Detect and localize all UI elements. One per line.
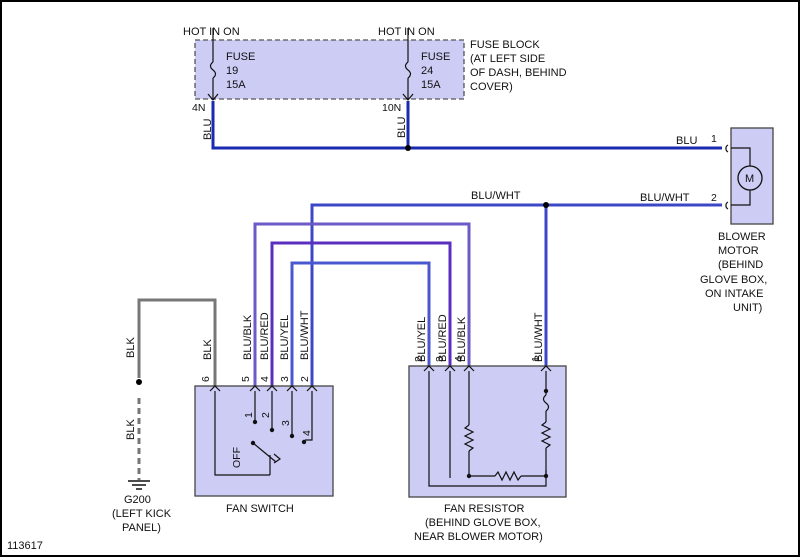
blu-yel-label-resistor: BLU/YEL (416, 317, 428, 362)
blu-label-fuse24: BLU (396, 117, 408, 138)
motor-caption-6: UNIT) (733, 302, 762, 314)
blu-red-label-switch: BLU/RED (259, 312, 271, 360)
blu-wire-main (211, 101, 722, 150)
motor-caption-2: MOTOR (718, 245, 759, 257)
fuse-block-caption-2: (AT LEFT SIDE (470, 53, 545, 65)
fuse-block-box (194, 39, 465, 100)
fan-switch-internal (214, 391, 313, 476)
hot-in-on-right-label: HOT IN ON (378, 26, 435, 38)
fan-resistor-internal (428, 371, 552, 487)
resistor-pin-1: 1 (530, 356, 542, 362)
resistor-pin-connectors (423, 365, 552, 372)
motor-pin-1: 1 (711, 133, 717, 145)
fuse-block-caption-4: COVER) (470, 81, 513, 93)
blu-wht-wire (310, 203, 722, 386)
blu-blk-label-switch: BLU/BLK (242, 314, 254, 360)
blu-blk-wire (253, 222, 471, 386)
switch-pin-4: 4 (259, 376, 271, 382)
fuse-block-caption-1: FUSE BLOCK (470, 39, 540, 51)
fuse-19-label: FUSE (226, 51, 255, 63)
fuse-19-number: 19 (226, 65, 238, 77)
motor-caption-5: ON INTAKE (705, 288, 763, 300)
resistor-pin-2: 2 (413, 356, 425, 362)
fuse-24-pin: 10N (382, 102, 401, 114)
blk-connector (136, 379, 142, 385)
blk-label-upper: BLK (125, 337, 137, 358)
blu-label-motor: BLU (676, 135, 697, 147)
blk-label-switch: BLK (202, 339, 214, 360)
fan-resistor-box (408, 365, 567, 498)
fuse-24-rating: 15A (421, 79, 441, 91)
switch-off-label: OFF (231, 447, 243, 468)
switch-pos-3: 3 (280, 420, 292, 426)
motor-symbol-label: M (745, 173, 754, 185)
fan-resistor-caption-2: (BEHIND GLOVE BOX, (425, 517, 541, 529)
ground-location-1: (LEFT KICK (112, 508, 172, 520)
blu-yel-label-switch: BLU/YEL (279, 315, 291, 360)
blu-splice (405, 145, 411, 151)
motor-pin-2: 2 (711, 192, 717, 204)
blu-wht-label-resistor: BLU/WHT (533, 312, 545, 362)
motor-caption-4: GLOVE BOX, (700, 274, 767, 286)
blu-wht-label-top: BLU/WHT (471, 190, 521, 202)
blu-yel-wire (290, 261, 431, 386)
blu-red-wire (270, 241, 452, 386)
fan-resistor-caption-1: FAN RESISTOR (444, 503, 525, 515)
blu-wht-splice (543, 202, 549, 208)
motor-caption-3: (BEHIND (718, 259, 763, 271)
fuse-block-caption-3: OF DASH, BEHIND (470, 67, 567, 79)
blu-wht-label-switch: BLU/WHT (299, 310, 311, 360)
fan-resistor-caption-3: NEAR BLOWER MOTOR) (414, 531, 543, 543)
fuse-19-pin: 4N (192, 102, 205, 114)
switch-pin-6: 6 (200, 376, 212, 382)
fuse-19-rating: 15A (226, 79, 246, 91)
switch-pos-1: 1 (243, 412, 255, 418)
ground-location-2: PANEL) (122, 522, 161, 534)
blk-label-lower: BLK (125, 419, 137, 440)
ground-id: G200 (124, 494, 151, 506)
switch-pin-5: 5 (240, 376, 252, 382)
fuse-19 (207, 28, 219, 101)
blk-wire-upper (137, 298, 217, 386)
figure-id: 113617 (7, 540, 43, 552)
hot-in-on-left-label: HOT IN ON (183, 26, 240, 38)
fan-switch-caption: FAN SWITCH (226, 503, 294, 515)
motor-connector-2 (725, 201, 729, 210)
fuse-24 (402, 28, 414, 101)
fuse-24-label: FUSE (421, 51, 450, 63)
fan-switch-box (194, 385, 334, 497)
motor-symbol (737, 165, 763, 191)
switch-pos-2: 2 (260, 412, 272, 418)
resistor-pin-3: 3 (434, 356, 446, 362)
blu-red-label-resistor: BLU/RED (437, 314, 449, 362)
ground-symbol (128, 480, 150, 490)
switch-pin-2: 2 (299, 376, 311, 382)
blu-label-fuse19: BLU (202, 119, 214, 140)
switch-pin-3: 3 (279, 376, 291, 382)
resistor-pin-4: 4 (453, 356, 465, 362)
switch-pin-connectors (209, 385, 318, 392)
motor-caption-1: BLOWER (718, 231, 766, 243)
blu-wht-label-motor: BLU/WHT (640, 192, 690, 204)
blu-blk-label-resistor: BLU/BLK (456, 316, 468, 362)
switch-pos-4: 4 (301, 430, 313, 436)
motor-connector-1 (725, 144, 729, 153)
fuse-24-number: 24 (421, 65, 433, 77)
